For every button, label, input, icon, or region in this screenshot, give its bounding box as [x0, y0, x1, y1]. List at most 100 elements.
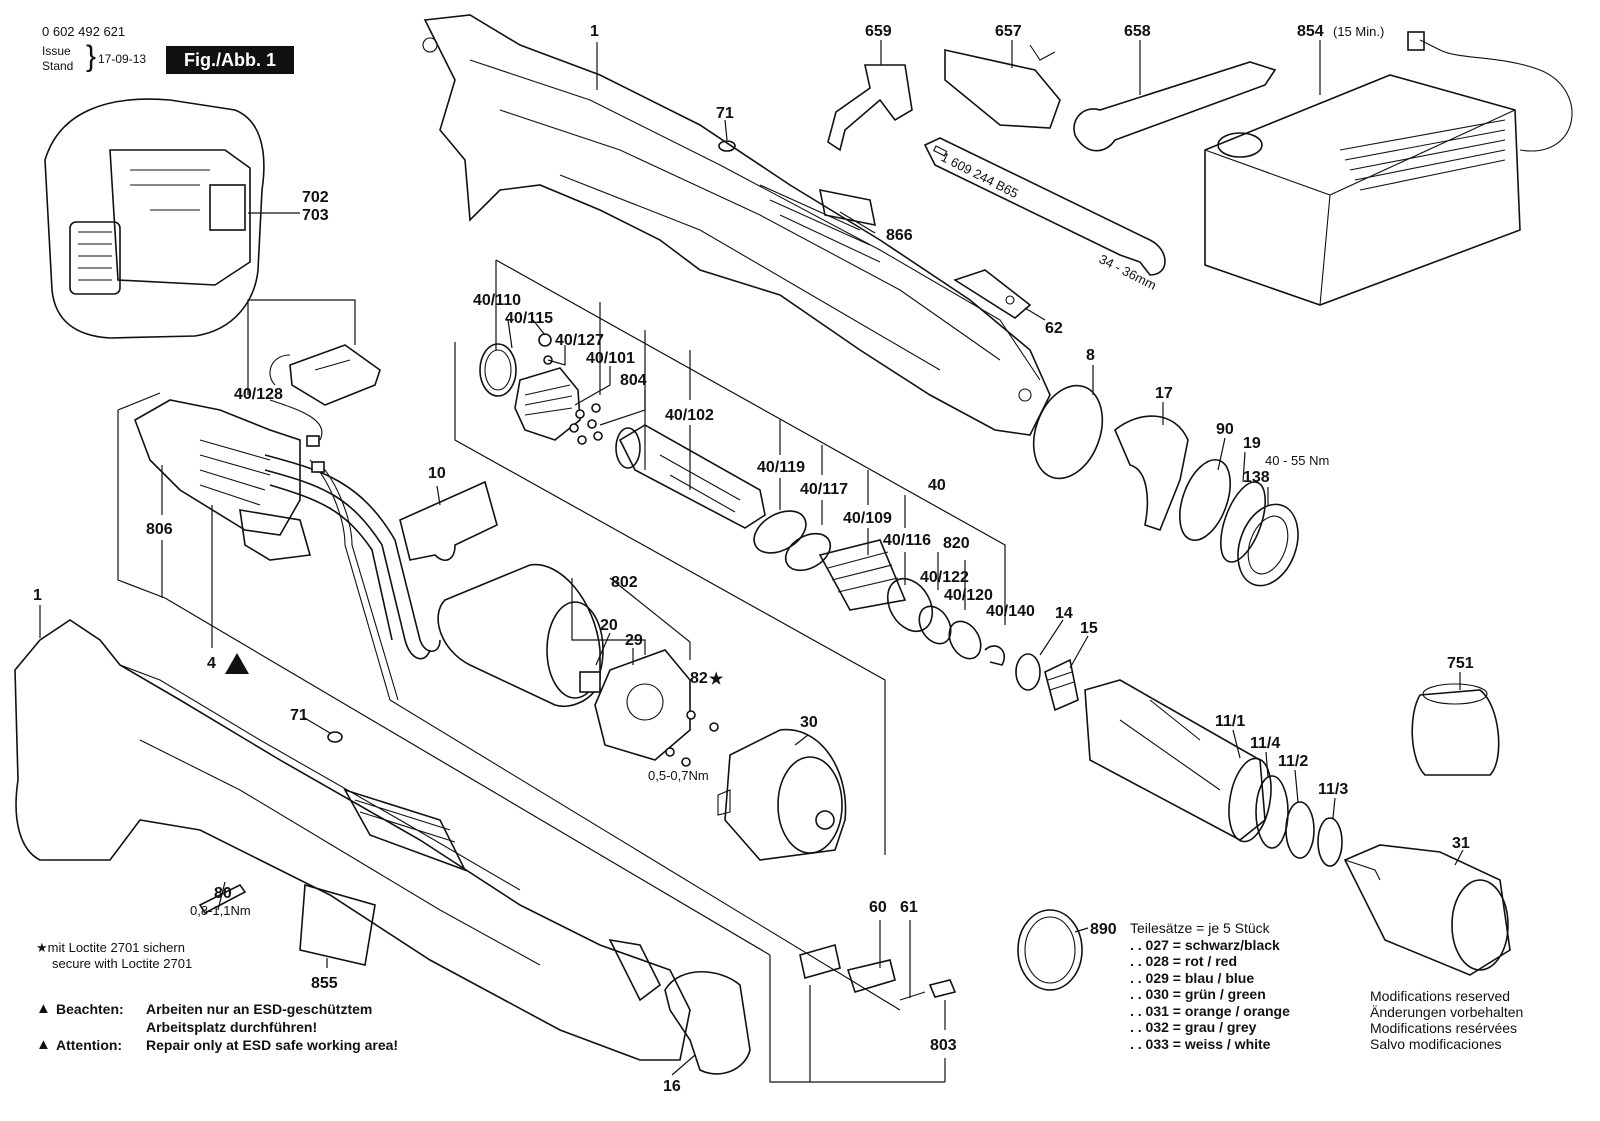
legend-item: . . 029 = blau / blue [1130, 969, 1255, 986]
sensor-60-61-drawing [799, 943, 957, 1001]
label-19: 19 [1243, 435, 1261, 452]
label-40-119: 40/119 [757, 459, 805, 476]
leader-lines [39, 40, 1464, 1083]
label-11-4: 11/4 [1250, 735, 1280, 752]
motor-drawing [437, 563, 719, 767]
gearbox-30-drawing [717, 728, 847, 861]
modifications-note: Modifications reserved Änderungen vorbeh… [1370, 988, 1523, 1052]
esd-warning: ▲ Beachten: Arbeiten nur an ESD-geschütz… [36, 1000, 398, 1054]
label-11-1: 11/1 [1215, 713, 1245, 730]
beachten-text-2: Arbeitsplatz durchführen! [146, 1019, 318, 1035]
legend-item: . . 027 = schwarz/black [1130, 936, 1280, 953]
attention-label: Attention: [56, 1037, 123, 1053]
brace-glyph: } [86, 40, 97, 73]
legend-item: . . 031 = orange / orange [1130, 1002, 1290, 1019]
issue-label: Issue [42, 44, 71, 58]
label-703: 703 [302, 207, 329, 224]
label-71-lower: 71 [290, 707, 308, 724]
output-31-drawing [1343, 844, 1511, 976]
modifications-line: Modifications reserved [1370, 988, 1511, 1004]
label-11-3: 11/3 [1318, 781, 1348, 798]
label-90: 90 [1216, 421, 1234, 438]
tools-drawing [827, 44, 1277, 276]
part-labels: 1 659 657 658 854 71 702 703 866 62 40/1… [33, 23, 1474, 1095]
parts-set-legend: Teilesätze = je 5 Stück . . 027 = schwar… [1130, 920, 1290, 1052]
issue-labels: Issue Stand [42, 44, 73, 74]
small-top-parts-drawing [718, 140, 1032, 319]
label-40-109: 40/109 [843, 510, 892, 527]
label-40: 40 [928, 477, 946, 494]
label-890: 890 [1090, 921, 1117, 938]
loctite-note: ★mit Loctite 2701 sichern secure with Lo… [36, 940, 192, 972]
label-866: 866 [886, 227, 913, 244]
label-29: 29 [625, 632, 643, 649]
label-657: 657 [995, 23, 1022, 40]
label-40-127: 40/127 [555, 332, 604, 349]
label-14: 14 [1055, 605, 1073, 622]
label-1: 1 [590, 23, 599, 40]
legend-item: . . 028 = rot / red [1130, 953, 1237, 969]
label-40-102: 40/102 [665, 407, 714, 424]
electronics-drawing [134, 344, 901, 1011]
modifications-line: Änderungen vorbehalten [1370, 1004, 1524, 1020]
attention-text: Repair only at ESD safe working area! [146, 1037, 399, 1053]
angle-head-drawing [1015, 653, 1343, 867]
label-15: 15 [1080, 620, 1098, 637]
label-40-117: 40/117 [800, 481, 848, 498]
front-rings-drawing [1032, 384, 1299, 587]
stand-label: Stand [42, 59, 74, 73]
chuck-751-drawing [1411, 683, 1500, 776]
charger-time: (15 Min.) [1333, 24, 1384, 39]
label-804: 40/128 [234, 386, 283, 403]
label-61: 61 [900, 899, 918, 916]
loctite-de: mit Loctite 2701 sichern [47, 940, 185, 955]
label-855: 855 [311, 975, 338, 992]
label-659: 659 [865, 23, 892, 40]
torque-80: 0,8-1,1Nm [190, 903, 251, 918]
label-854: 854 [1297, 23, 1324, 40]
label-31: 31 [1452, 835, 1470, 852]
warning-triangle-icon: ▲ [36, 1000, 51, 1017]
torque-82: 0,5-0,7Nm [648, 768, 709, 783]
sleeve-10-drawing [399, 480, 498, 561]
ring-890-inner [1024, 916, 1076, 984]
legend-title: Teilesätze = je 5 Stück [1130, 920, 1270, 936]
label-40-115: 40/115 [505, 310, 553, 327]
screw-80-drawing [198, 883, 247, 915]
modifications-line: Modifications resérvées [1370, 1020, 1518, 1036]
warning-triangle-icon: ▲ [36, 1036, 51, 1053]
label-40-140: 40/140 [986, 603, 1035, 620]
beachten-label: Beachten: [56, 1001, 124, 1017]
label-802: 802 [611, 574, 638, 591]
label-80: 80 [214, 885, 232, 902]
star-82: ★ [709, 671, 724, 688]
document-number: 0 602 492 621 [42, 24, 126, 39]
label-10: 10 [428, 465, 446, 482]
plug-71-drawing [327, 731, 343, 743]
label-820: 820 [943, 535, 970, 552]
label-82: 82 [690, 670, 708, 687]
torque-138: 40 - 55 Nm [1265, 453, 1329, 468]
label-40-116: 40/116 [883, 532, 931, 549]
label-806: 806 [146, 521, 173, 538]
label-751: 751 [1447, 655, 1474, 672]
label-30: 30 [800, 714, 818, 731]
grip-sleeve-drawing [664, 970, 751, 1075]
label-20: 20 [600, 617, 618, 634]
label-1-lower: 1 [33, 587, 42, 604]
esd-triangle-icon [225, 653, 249, 674]
beachten-text-1: Arbeiten nur an ESD-geschütztem [146, 1001, 373, 1017]
housing-bottom-drawing [14, 619, 691, 1061]
gear-shaft-drawing [479, 333, 1005, 666]
label-40-128: 804 [620, 372, 647, 389]
label-plate-drawing [299, 883, 376, 966]
issue-date: 17-09-13 [98, 52, 147, 66]
label-40-110: 40/110 [473, 292, 521, 309]
label-40-101: 40/101 [586, 350, 635, 367]
label-71: 71 [716, 105, 734, 122]
label-803: 803 [930, 1037, 957, 1054]
loctite-en: secure with Loctite 2701 [52, 956, 193, 971]
label-4: 4 [207, 655, 216, 672]
label-16: 16 [663, 1078, 681, 1095]
